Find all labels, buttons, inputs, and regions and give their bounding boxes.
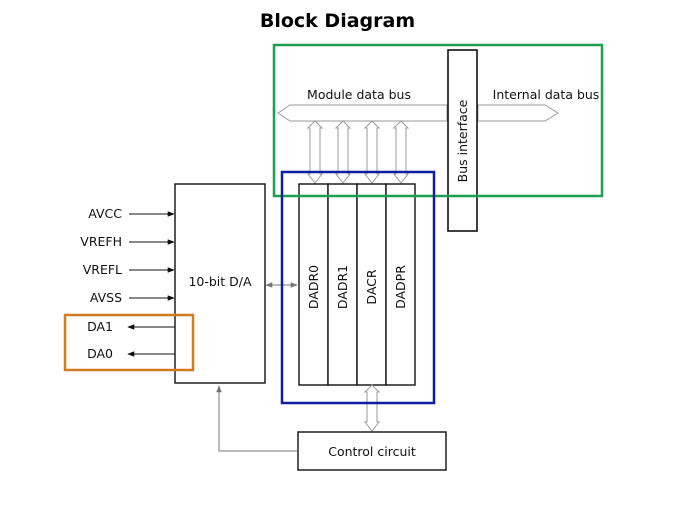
pin-avss-label: AVSS [90,290,122,305]
module-data-bus-label: Module data bus [307,87,411,102]
register-dadr0 [298,183,329,386]
register-label-dadr0: DADR0 [306,265,321,309]
pin-da0-label: DA0 [87,346,113,361]
page-title: Block Diagram [259,10,416,32]
register-bus-arrows [306,120,410,184]
register-label-dacr: DACR [364,269,379,304]
da-converter-label: 10-bit D/A [188,274,252,289]
control-circuit-label: Control circuit [328,444,416,459]
pin-avcc-label: AVCC [88,206,122,221]
register-dadpr [385,183,416,386]
module-data-bus-arrow [277,104,448,122]
register-label-dadr1: DADR1 [335,265,350,309]
register-group: DADR0 DADR1 DACR DADPR [298,183,416,386]
register-label-dadpr: DADPR [393,265,408,309]
pin-da1-label: DA1 [87,319,113,334]
output-pins: DA1 DA0 [87,319,175,361]
da-converter-block [174,183,266,384]
input-pins: AVCC VREFH VREFL AVSS [80,206,175,305]
internal-data-bus-label: Internal data bus [493,87,600,102]
bus-interface-label: Bus interface [455,99,470,182]
control-to-da-line [216,385,297,452]
output-region-highlight [63,313,195,372]
pin-vrefl-label: VREFL [83,262,122,277]
bus-region-highlight [272,43,604,198]
control-circuit-block [297,431,447,471]
register-control-bus-arrow [363,384,381,432]
pin-vrefh-label: VREFH [80,234,122,249]
internal-data-bus-arrow [477,104,559,122]
register-region-highlight [280,170,436,405]
bus-interface-block [447,49,478,232]
